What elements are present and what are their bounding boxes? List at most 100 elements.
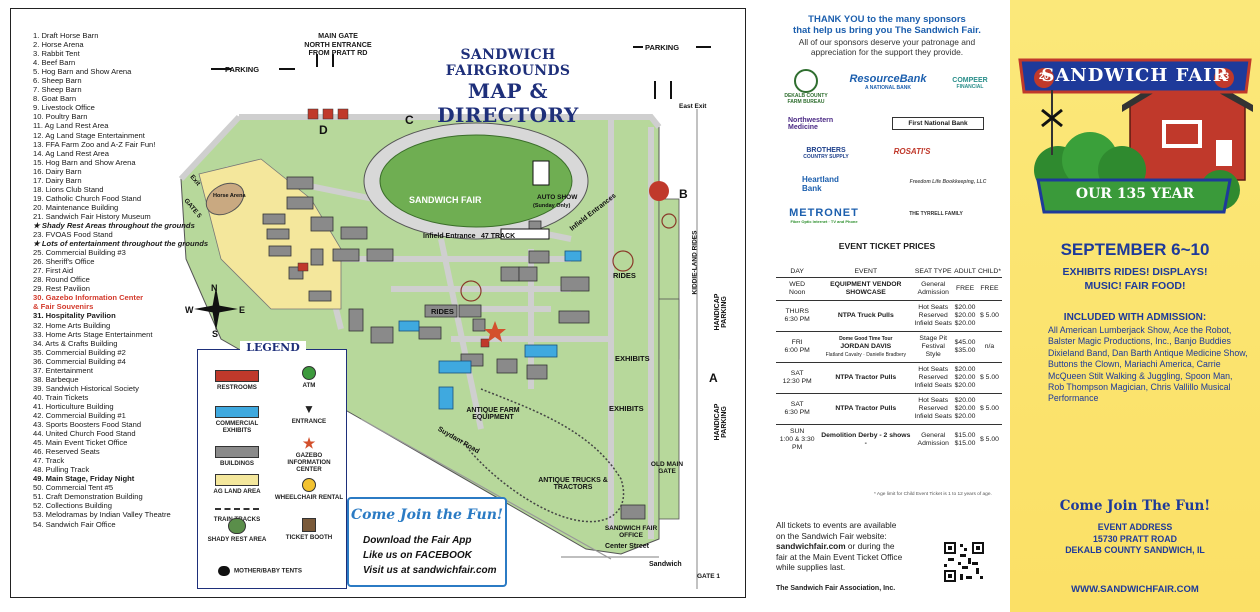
directory-item: & Fair Souvenirs [33,302,94,312]
adult-price: $20.00 [954,397,976,404]
logo-banner-text: OUR 135 YEAR [1075,186,1195,202]
day-text: SAT [790,401,804,408]
legend-ticket: TICKET BOOTH [274,518,344,541]
directory-item: 7. Sheep Barn [33,85,82,95]
legend-title: LEGEND [198,341,348,354]
kiddie-rides-label: KIDDIE-LAND RIDES [691,230,699,295]
map-drawing [178,46,711,589]
col-day: DAY [776,266,819,278]
website-url[interactable]: WWW.SANDWICHFAIR.COM [1071,584,1199,595]
ticket-event: NTPA Tractor Pulls [818,393,914,425]
directory-item: 11. Ag Land Rest Area [33,121,109,131]
directory-item: 26. Sheriff's Office [33,257,95,267]
come-join-box: Come Join the Fun! Download the Fair App… [347,497,507,587]
directory-item: ★ Shady Rest Areas throughout the ground… [33,220,195,230]
come-join-heading: Come Join The Fun! [1059,498,1211,514]
directory-item: 53. Melodramas by Indian Valley Theatre [33,510,171,520]
child-price: n/a [984,343,995,350]
baby-icon [218,566,230,576]
time-text: 12:30 PM [782,378,812,385]
legend-wheelchair: WHEELCHAIR RENTAL [274,478,344,501]
compass-s: S [212,329,219,339]
directory-item: 54. Sandwich Fair Office [33,519,116,529]
directory-item: 52. Collections Building [33,501,112,511]
logo-year-left: 20 [1038,71,1049,81]
logo-title-text: SANDWICH FAIR [1041,65,1229,86]
directory-item: 15. Hog Barn and Show Arena [33,157,136,167]
directory-item: 3. Rabbit Tent [33,49,80,59]
logo-year-right: 23 [1218,71,1229,81]
seat-type: Admission [917,289,949,296]
ticket-event: EQUIPMENT VENDOR SHOWCASE [818,278,913,301]
sponsors-tickets-panel: THANK YOU to the many sponsors that help… [764,0,1010,612]
legend-entrance: ▼ENTRANCE [274,402,344,425]
ticket-adult: $20.00$20.00$20.00 [953,393,977,425]
train-tracks [460,388,625,523]
qr-code[interactable] [942,540,986,584]
legend-buildings: BUILDINGS [202,446,272,467]
col-child: CHILD* [976,266,1002,278]
event-text: NTPA Tractor Pulls [835,405,897,412]
map-legend: LEGEND RESTROOMS ATM COMMERCIAL EXHIBITS… [197,341,347,589]
gazebo-star-icon [484,321,506,342]
facebook-line[interactable]: Like us on FACEBOOK [363,550,472,561]
year-badge-left [1034,68,1054,88]
entrance-c-letter: C [405,113,414,127]
ticket-header-row: DAY EVENT SEAT TYPE ADULT CHILD* [776,266,1002,278]
directory-item: 31. Hospitality Pavilion [33,311,116,321]
antique-farm-label: ANTIQUE FARM EQUIPMENT [466,407,520,421]
ticket-adult: $45.00$35.00 [953,331,977,363]
entrance-b-marker [649,181,669,201]
child-price: $ 5.00 [980,436,999,443]
directory-item: 46. Reserved Seats [33,447,100,457]
directory-item: 1. Draft Horse Barn [33,31,99,40]
directory-item: 28. Round Office [33,275,90,285]
website-line[interactable]: Visit us at sandwichfair.com [363,565,497,576]
directory-item: 39. Sandwich Historical Society [33,383,139,393]
directory-item: 32. Home Arts Building [33,320,111,330]
seat-type: Infield Seats [914,413,952,420]
directory-item: 18. Lions Club Stand [33,184,104,194]
directory-item: 44. United Church Food Stand [33,429,136,439]
time-text: Noon [789,289,806,296]
exhibits-label: EXHIBITS [615,354,650,363]
day-text: WED [789,281,806,288]
legend-agland: AG LAND AREA [202,474,272,495]
antique-trucks-label: ANTIQUE TRUCKS & TRACTORS [538,477,608,491]
suydam-road [360,418,612,560]
directory-item: 23. FVOAS Food Stand [33,230,113,240]
ticket-child: $ 5.00 [976,300,1002,332]
ticket-event: Demolition Derby - 2 shows - [818,424,914,455]
seat-type: Stage Pit [919,335,947,342]
seat-type: Reserved [918,374,948,381]
day-text: SAT [790,370,804,377]
seat-type: Hot Seats [918,366,949,373]
seat-type: Reserved [918,312,948,319]
col-seat-type: SEAT TYPE [913,266,954,278]
ticket-child: n/a [976,331,1002,363]
ticket-booth-icon [302,518,316,532]
download-app-line[interactable]: Download the Fair App [363,535,472,546]
ticket-adult: FREE [953,278,977,301]
directory-item: 21. Sandwich Fair History Museum [33,211,151,221]
directory-item: 9. Livestock Office [33,103,95,113]
directory-item: 4. Beef Barn [33,58,76,68]
website-link[interactable]: sandwichfair.com [776,541,846,551]
directory-item: ★ Lots of entertainment throughout the g… [33,239,209,249]
fair-dates: SEPTEMBER 6~10 [1060,240,1210,259]
sandwich-road-label: Sandwich [649,561,682,568]
adult-price: $20.00 [954,413,976,420]
parking-label-east: PARKING [645,43,680,52]
directory-item: 37. Entertainment [33,365,93,375]
adult-price: $15.00 [954,432,976,439]
directory-item: 17. Dairy Barn [33,175,82,185]
directory-item: 27. First Aid [33,266,74,276]
